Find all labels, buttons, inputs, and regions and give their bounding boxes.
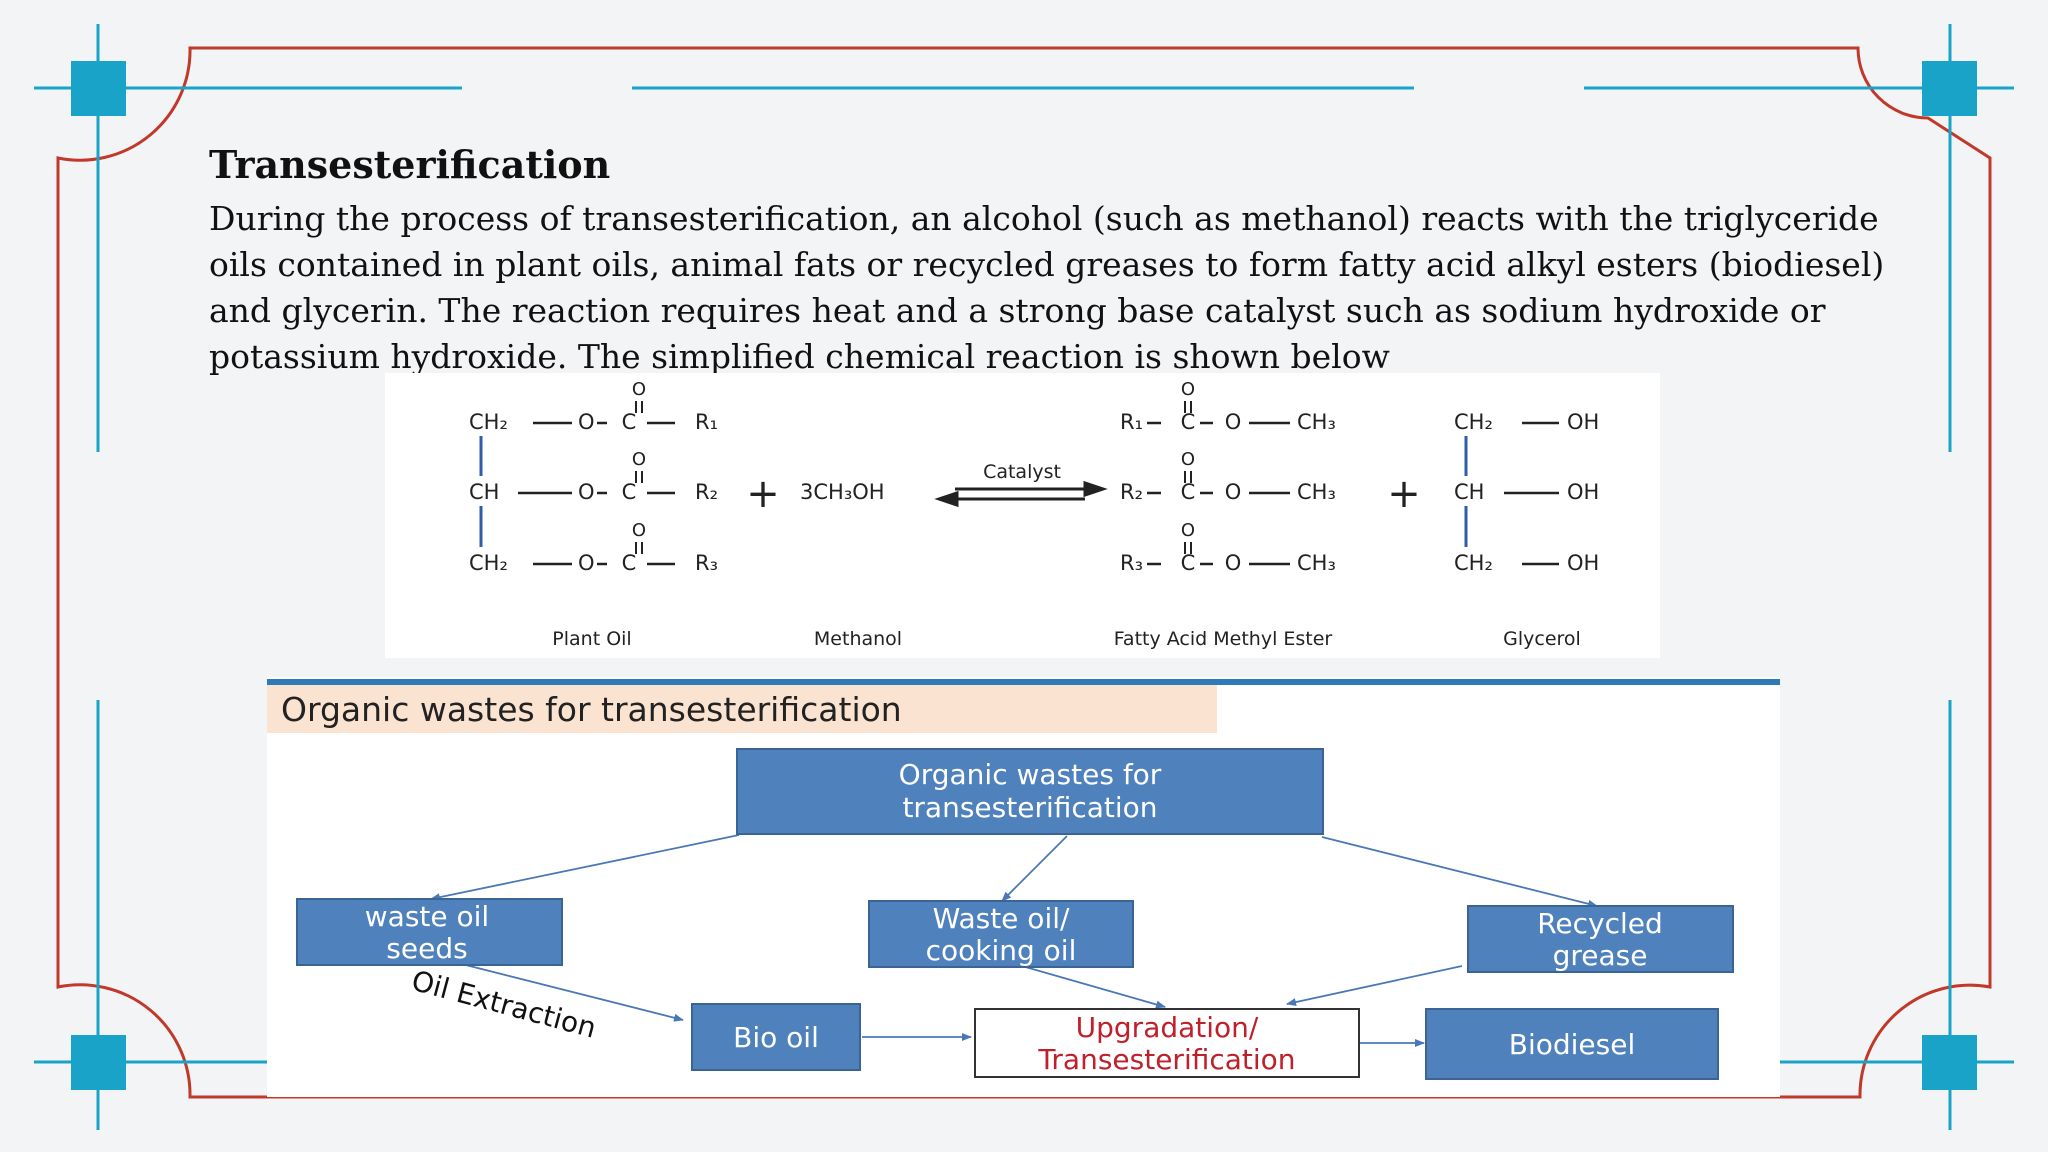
plant-oil-left-2: CH bbox=[469, 480, 499, 504]
caption-plant-oil: Plant Oil bbox=[552, 628, 631, 650]
node-biooil-label: Bio oil bbox=[733, 1021, 819, 1054]
edge-root-seeds bbox=[430, 834, 740, 902]
caption-fame: Fatty Acid Methyl Ester bbox=[1114, 628, 1333, 650]
glycerol-oh-2: OH bbox=[1567, 480, 1599, 504]
node-upgrade-line2: Transesterification bbox=[1037, 1043, 1295, 1076]
glycerol-left-2: CH bbox=[1454, 480, 1484, 504]
reaction-diagram: CH₂ O C O R₁ CH O C O R₂ CH₂ O bbox=[385, 373, 1660, 658]
plant-oil-left-3: CH₂ bbox=[469, 551, 508, 575]
plant-oil-r-3: R₃ bbox=[695, 551, 718, 575]
node-root-line2: transesterification bbox=[902, 791, 1157, 824]
plant-oil-o-3: O bbox=[578, 551, 595, 575]
equilibrium-arrow bbox=[934, 480, 1108, 508]
plant-oil-o-1: O bbox=[578, 410, 595, 434]
corner-square-bl bbox=[71, 1035, 126, 1090]
plant-oil-o-2: O bbox=[578, 480, 595, 504]
plant-oil-r-1: R₁ bbox=[695, 410, 718, 434]
node-grease-line1: Recycled bbox=[1537, 907, 1663, 940]
fame-o-1: O bbox=[1225, 410, 1242, 434]
plant-oil-dbo-2: O bbox=[632, 449, 646, 470]
caption-methanol: Methanol bbox=[814, 628, 902, 650]
frame-border bbox=[56, 46, 1992, 1099]
plant-oil-left-1: CH₂ bbox=[469, 410, 508, 434]
fame-c-1: C bbox=[1181, 410, 1196, 434]
node-biodiesel bbox=[1425, 1008, 1719, 1080]
fame-dbo-1: O bbox=[1181, 379, 1195, 400]
node-recycled-grease bbox=[1467, 905, 1734, 973]
corner-square-br bbox=[1922, 1035, 1977, 1090]
node-root-line1: Organic wastes for bbox=[899, 758, 1162, 791]
slide-title: Transesterification bbox=[209, 142, 611, 187]
glycerol-left-1: CH₂ bbox=[1454, 410, 1493, 434]
glycerol-left-3: CH₂ bbox=[1454, 551, 1493, 575]
plant-oil-c-2: C bbox=[622, 480, 637, 504]
paragraph-line: oils contained in plant oils, animal fat… bbox=[209, 245, 1885, 284]
node-waste-cooking-oil bbox=[868, 900, 1134, 968]
paragraph-line: During the process of transesterificatio… bbox=[209, 199, 1879, 238]
fame-structure: R₁ C O O CH₃ R₂ C O O CH₃ R₃ C O bbox=[1120, 379, 1336, 575]
node-upgradation bbox=[974, 1008, 1360, 1078]
glycerol-oh-3: OH bbox=[1567, 551, 1599, 575]
edge-root-grease bbox=[1321, 836, 1598, 908]
fame-dbo-3: O bbox=[1181, 520, 1195, 541]
caption-glycerol: Glycerol bbox=[1503, 628, 1581, 650]
fame-o-2: O bbox=[1225, 480, 1242, 504]
fame-dbo-2: O bbox=[1181, 449, 1195, 470]
node-upgrade-line1: Upgradation/ bbox=[1076, 1011, 1259, 1044]
fame-tail-1: CH₃ bbox=[1297, 410, 1336, 434]
glycerol-structure: CH₂ OH CH OH CH₂ OH bbox=[1454, 410, 1599, 575]
edge-root-cooking bbox=[1001, 835, 1068, 902]
corner-square-tr bbox=[1922, 61, 1977, 116]
edge-grease-upgrade bbox=[1286, 965, 1463, 1006]
plant-oil-r-2: R₂ bbox=[695, 480, 718, 504]
fame-r-3: R₃ bbox=[1120, 551, 1143, 575]
node-grease-line2: grease bbox=[1553, 939, 1648, 972]
plant-oil-c-3: C bbox=[622, 551, 637, 575]
edge-seeds-biooil bbox=[441, 958, 684, 1022]
slide-paragraph: During the process of transesterificatio… bbox=[209, 196, 1885, 380]
fame-tail-3: CH₃ bbox=[1297, 551, 1336, 575]
fame-c-3: C bbox=[1181, 551, 1196, 575]
edge-cooking-upgrade bbox=[1021, 965, 1166, 1009]
plant-oil-c-1: C bbox=[622, 410, 637, 434]
paragraph-line: and glycerin. The reaction requires heat… bbox=[209, 291, 1826, 330]
methanol-formula: 3CH₃OH bbox=[800, 480, 885, 504]
node-root bbox=[736, 748, 1324, 835]
edge-label-oil-extraction: Oil Extraction bbox=[408, 964, 600, 1045]
flowchart-heading: Organic wastes for transesterification bbox=[281, 690, 902, 729]
flowchart-panel: Organic wastes for transesterification O… bbox=[267, 677, 1780, 1097]
paragraph-line: potassium hydroxide. The simplified chem… bbox=[209, 337, 1390, 376]
node-cooking-line2: cooking oil bbox=[926, 934, 1077, 967]
node-seeds-line2: seeds bbox=[386, 932, 467, 965]
node-cooking-line1: Waste oil/ bbox=[933, 902, 1070, 935]
plant-oil-dbo-3: O bbox=[632, 520, 646, 541]
node-waste-oil-seeds bbox=[296, 898, 563, 966]
fame-r-1: R₁ bbox=[1120, 410, 1143, 434]
plus-sign-1: + bbox=[746, 471, 780, 517]
plus-sign-2: + bbox=[1387, 471, 1421, 517]
node-seeds-line1: waste oil bbox=[365, 900, 489, 933]
fame-tail-2: CH₃ bbox=[1297, 480, 1336, 504]
heading-background bbox=[267, 685, 1217, 733]
plant-oil-dbo-1: O bbox=[632, 379, 646, 400]
fame-r-2: R₂ bbox=[1120, 480, 1143, 504]
fame-c-2: C bbox=[1181, 480, 1196, 504]
node-bio-oil bbox=[691, 1003, 861, 1071]
catalyst-label: Catalyst bbox=[983, 461, 1061, 483]
corner-square-tl bbox=[71, 61, 126, 116]
fame-o-3: O bbox=[1225, 551, 1242, 575]
glycerol-oh-1: OH bbox=[1567, 410, 1599, 434]
node-biodiesel-label: Biodiesel bbox=[1509, 1028, 1636, 1061]
plant-oil-structure: CH₂ O C O R₁ CH O C O R₂ CH₂ O bbox=[469, 379, 718, 575]
